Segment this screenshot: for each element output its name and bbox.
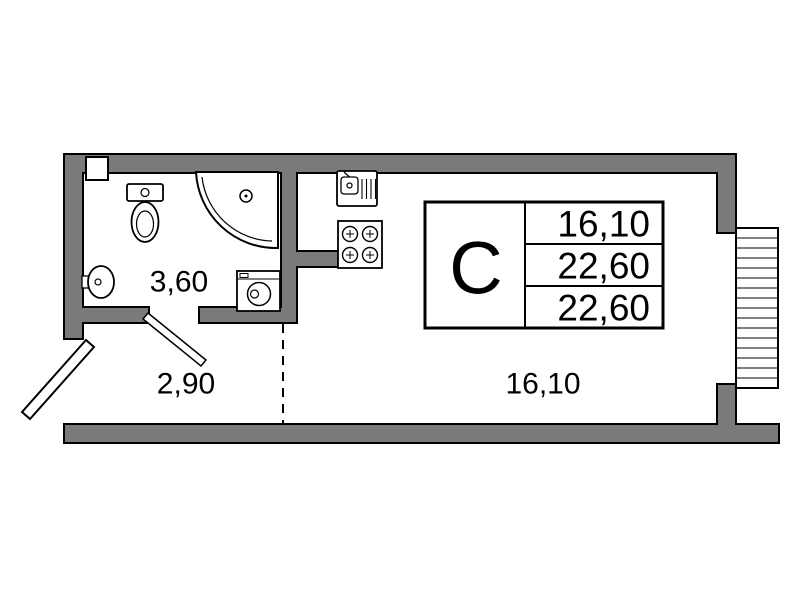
stamp-type-letter: С — [449, 227, 502, 310]
window-icon — [735, 227, 779, 389]
stamp-table — [423, 200, 665, 330]
stamp-value-row3: 22,60 — [557, 288, 650, 329]
stamp-value-row1: 16,10 — [557, 204, 650, 245]
drainboard-lines — [361, 179, 377, 199]
stamp-value-row2: 22,60 — [557, 246, 650, 287]
stove-icon — [337, 220, 383, 269]
toilet-icon — [126, 183, 164, 243]
window-hatch-lines — [736, 237, 778, 379]
entry-door-icon — [20, 338, 96, 421]
kitchen-sink-icon — [336, 170, 378, 207]
duct-shaft — [85, 156, 109, 181]
area-label-hall: 2,90 — [157, 368, 215, 401]
area-label-bathroom: 3,60 — [150, 266, 208, 299]
corner-bath-icon — [194, 171, 279, 250]
washing-machine-icon — [236, 270, 281, 312]
sink-icon — [81, 265, 115, 299]
bathroom-door-icon — [141, 311, 208, 368]
burner-marks — [346, 230, 374, 259]
area-label-room: 16,10 — [505, 368, 580, 401]
